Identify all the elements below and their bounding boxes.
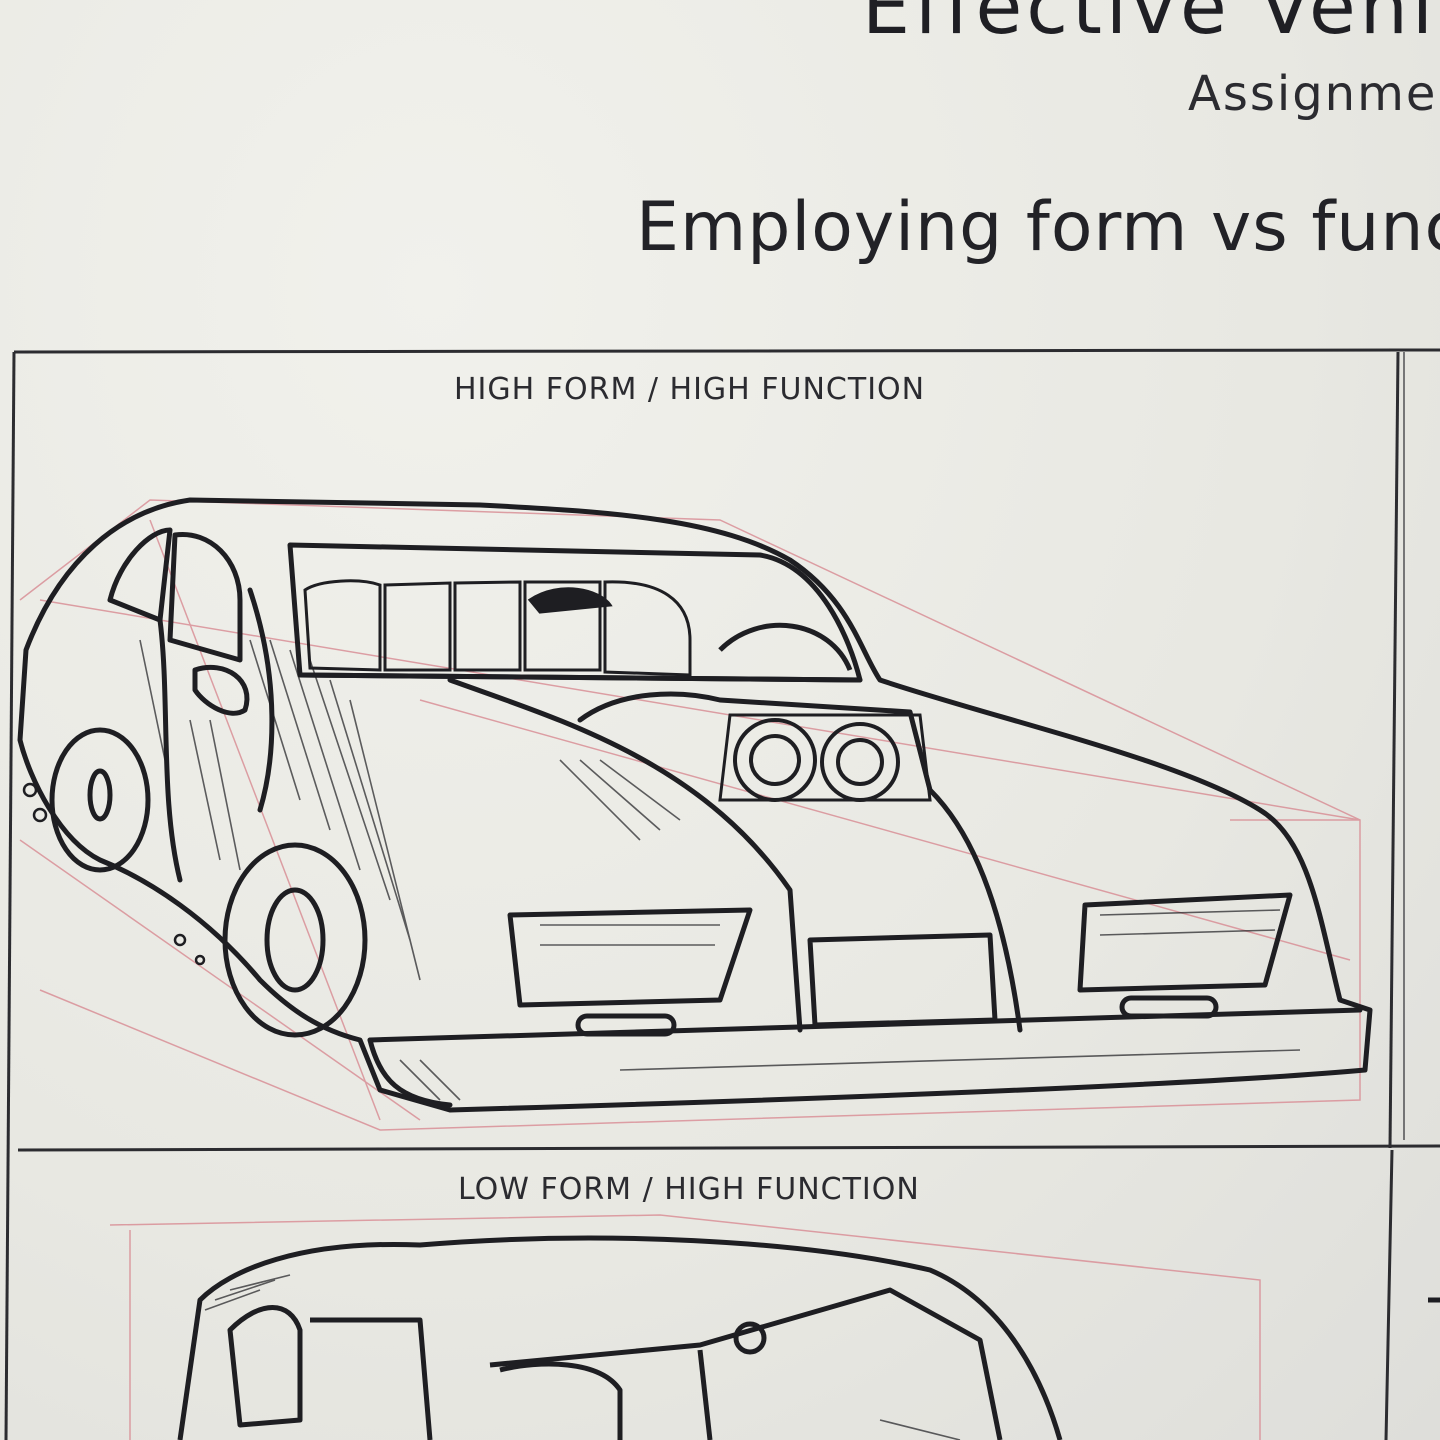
assignment-label: Assignme <box>1188 66 1438 122</box>
car-body-bottom <box>177 1235 1440 1440</box>
car-interior <box>303 579 853 677</box>
panel-label-high-form-high-function: HIGH FORM / HIGH FUNCTION <box>454 372 926 407</box>
panel-label-low-form-high-function: LOW FORM / HIGH FUNCTION <box>458 1172 920 1207</box>
shading-hatches <box>139 639 1301 1101</box>
shading-hatches-bottom <box>204 1274 961 1440</box>
engine-intake <box>718 713 932 802</box>
document-subtitle: Employing form vs func <box>636 188 1440 267</box>
exhaust-puffs <box>22 782 206 966</box>
pencil-construction-lines-bottom <box>109 1214 1261 1440</box>
pencil-construction-lines <box>19 499 1361 1131</box>
document-title: Effective Vehi <box>862 0 1438 51</box>
